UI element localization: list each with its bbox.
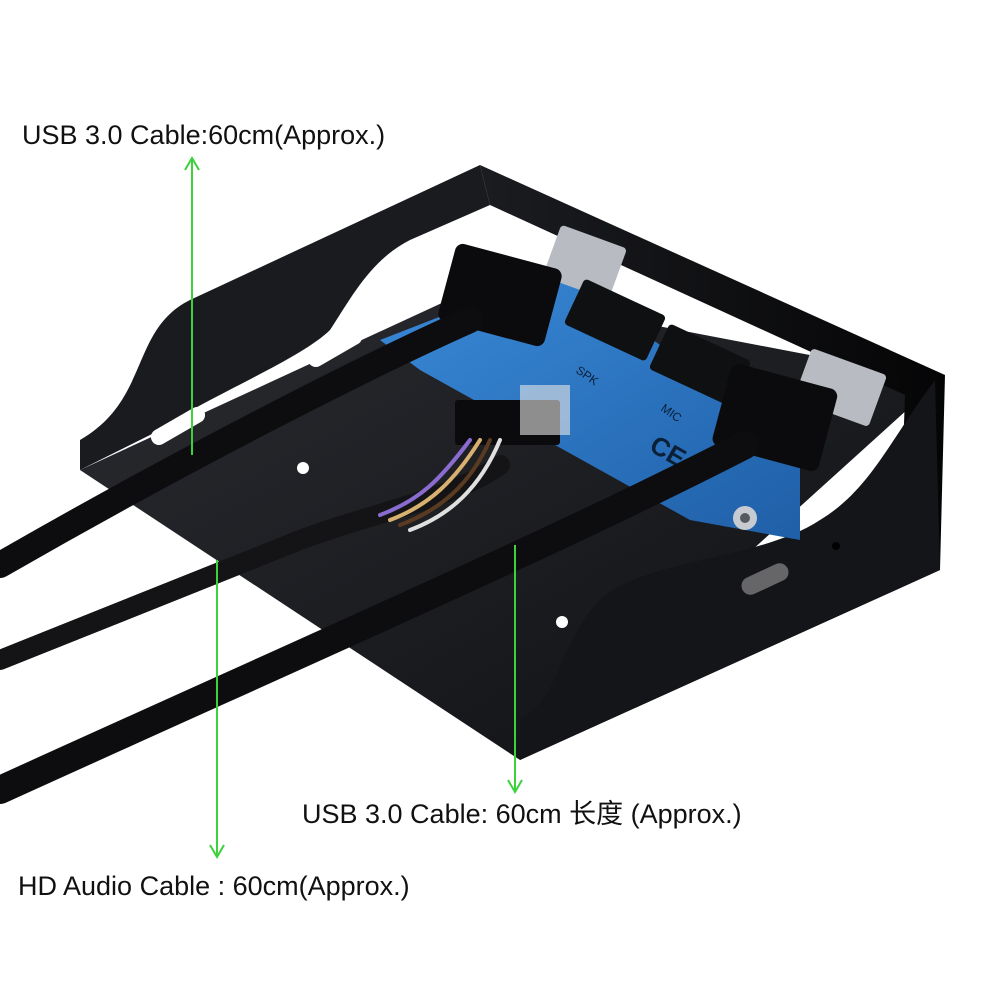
cables <box>0 307 759 804</box>
audio-cable-length-label: HD Audio Cable : 60cm(Approx.) <box>18 871 410 901</box>
usb-cable-length-label-top: USB 3.0 Cable:60cm(Approx.) <box>22 120 386 150</box>
speaker-jack <box>564 279 666 361</box>
usb-cable-bottom <box>0 431 759 804</box>
mic-jack <box>649 324 751 406</box>
audio-cable <box>0 455 510 670</box>
usb-cable-top <box>0 307 483 578</box>
usb-port-top <box>543 225 626 300</box>
usb-cable-length-label-bottom: USB 3.0 Cable: 60cm 长度 (Approx.) <box>302 799 742 829</box>
dimension-arrows <box>184 156 523 859</box>
